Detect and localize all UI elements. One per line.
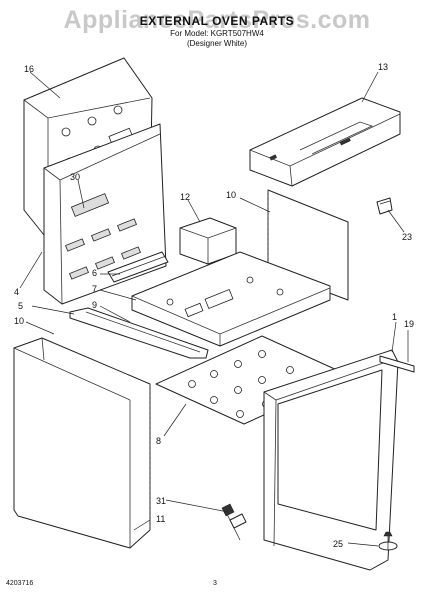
part-rail — [69, 307, 209, 359]
callout-16: 16 — [24, 64, 35, 74]
page-number: 3 — [213, 580, 217, 587]
callout-11: 11 — [156, 514, 166, 524]
part-front-side-panel — [13, 337, 151, 549]
part-side-panel — [43, 123, 167, 305]
callout-10-left: 10 — [14, 316, 25, 326]
callout-10: 10 — [226, 190, 237, 200]
part-fastener — [378, 531, 398, 551]
callout-25: 25 — [333, 539, 344, 549]
part-bracket-small — [107, 251, 169, 283]
part-top-bracket — [249, 97, 401, 187]
callout-30: 30 — [70, 172, 81, 182]
part-code: 4203716 — [6, 580, 34, 587]
page-title: EXTERNAL OVEN PARTS — [139, 14, 295, 28]
callout-23: 23 — [402, 232, 413, 242]
callout-4: 4 — [14, 287, 20, 297]
part-shield-box — [179, 217, 237, 265]
designer-line: (Designer White) — [186, 39, 247, 48]
callout-5: 5 — [18, 301, 24, 311]
leader-lines — [19, 71, 409, 547]
part-clip — [376, 197, 393, 215]
callout-12: 12 — [180, 192, 191, 202]
callout-1: 1 — [392, 312, 398, 322]
callout-8: 8 — [156, 436, 162, 446]
callout-31: 31 — [156, 496, 167, 506]
part-door-frame — [263, 349, 415, 571]
callout-13: 13 — [378, 62, 389, 72]
callout-19: 19 — [404, 319, 415, 329]
part-bolt — [221, 503, 247, 541]
callout-6: 6 — [92, 268, 98, 278]
part-oven-bottom — [131, 251, 331, 347]
callout-9: 9 — [92, 300, 98, 310]
callout-7: 7 — [92, 284, 98, 294]
watermark: AppliancePartsPros.com — [63, 6, 371, 34]
model-line: For Model: KGRT507HW4 — [170, 29, 264, 38]
